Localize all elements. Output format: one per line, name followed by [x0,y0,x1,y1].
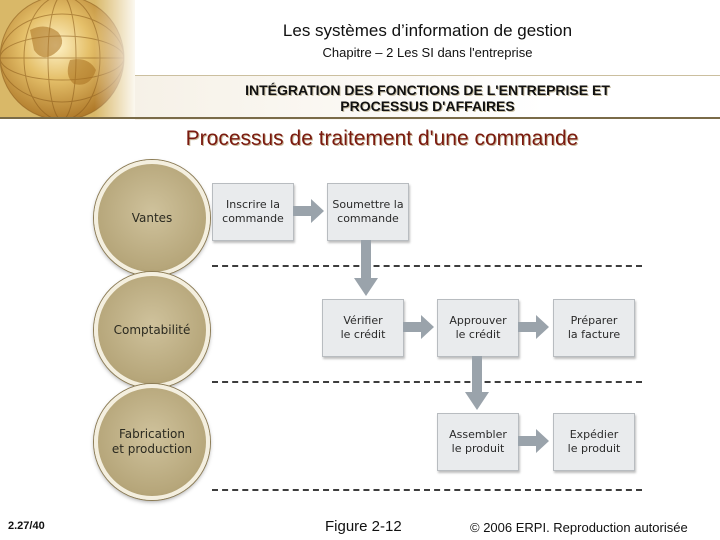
arrow-right-icon [293,199,324,223]
section-title-line2: PROCESSUS D'AFFAIRES [340,98,515,114]
step-label-line2: la facture [567,328,621,341]
lane-separator [212,489,642,491]
copyright-notice: © 2006 ERPI. Reproduction autorisée [470,520,688,535]
header-divider-top [135,75,720,76]
step-label-line2: commande [337,212,399,225]
page-title: Les systèmes d’information de gestion [282,21,573,40]
department-comptabilite-label: Comptabilité [113,322,191,337]
step-label-line1: Soumettre la [332,198,404,211]
step-label-line1: Inscrire la [226,198,280,211]
department-fabrication: Fabrication et production [94,384,210,500]
step-label-line2: le produit [567,442,621,455]
step-label-line2: commande [222,212,284,225]
section-title: INTÉGRATION DES FONCTIONS DE L'ENTREPRIS… [135,82,720,114]
arrow-right-icon [518,315,549,339]
arrow-right-icon [403,315,434,339]
department-comptabilite: Comptabilité [94,272,210,388]
step-label-line1: Assembler [449,428,507,441]
header-divider [0,117,720,119]
lane-separator [212,265,642,267]
arrow-down-icon [465,356,489,410]
department-ventes: Vantes [94,160,210,276]
step-label-line1: Approuver [449,314,507,327]
globe-logo [0,0,135,118]
step-label-line1: Vérifier [343,314,383,327]
step-label-line1: Préparer [570,314,618,327]
header-band [135,76,720,120]
department-ventes-label: Vantes [131,210,173,225]
step-label-line2: le crédit [340,328,386,341]
arrow-down-icon [354,240,378,296]
figure-label: Figure 2-12 [325,518,402,535]
step-label-line2: le produit [451,442,505,455]
section-title-line1: INTÉGRATION DES FONCTIONS DE L'ENTREPRIS… [245,82,610,98]
department-fabrication-label-line2: et production [111,442,193,456]
chapter-subtitle: Chapitre – 2 Les SI dans l'entreprise [322,45,533,60]
step-label-line1: Expédier [569,428,619,441]
lane-separator [212,381,642,383]
arrow-right-icon [518,429,549,453]
slide-number: 2.27/40 [8,520,45,532]
diagram-title: Processus de traitement d'une commande [185,127,579,150]
step-label-line2: le crédit [455,328,501,341]
department-fabrication-label-line1: Fabrication [119,427,185,441]
department-fabrication-label: Fabrication et production [112,427,192,457]
